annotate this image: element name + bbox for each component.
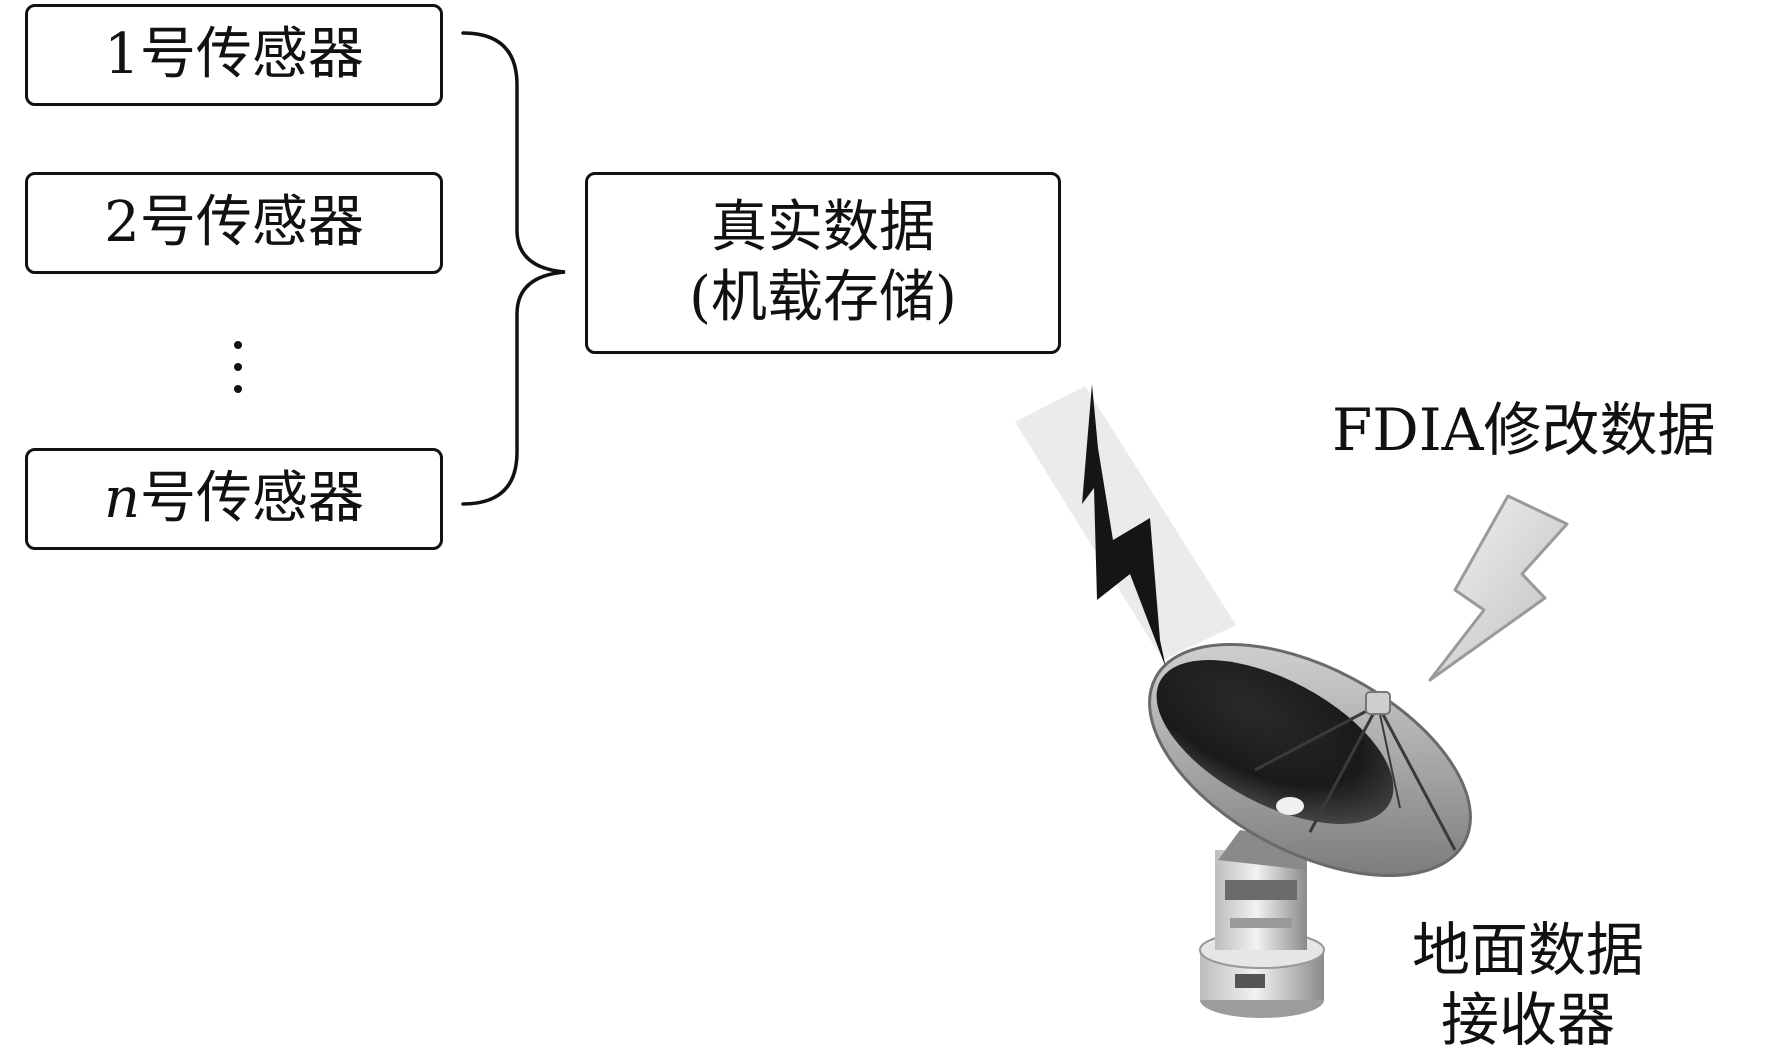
fdia-label: FDIA修改数据	[1332, 396, 1716, 464]
sensor-1-label: 号传感器	[139, 22, 364, 87]
dark-lightning-icon	[1015, 384, 1236, 668]
sensor-n-number: n	[103, 466, 141, 531]
receiver-label-line1: 地面数据	[1411, 916, 1644, 984]
sensor-2-number: 2	[104, 190, 140, 255]
sensor-n-label: 号传感器	[140, 466, 365, 531]
real-data-box: 真实数据 (机载存储)	[585, 172, 1061, 354]
fdia-lightning-icon	[1428, 494, 1569, 682]
sensor-2-label: 号传感器	[139, 190, 364, 255]
real-data-subtitle: (机载存储)	[689, 265, 957, 330]
satellite-dish-icon	[1148, 642, 1472, 1018]
vertical-ellipsis	[234, 341, 242, 393]
sensor-1-number: 1	[104, 22, 140, 87]
receiver-label-line2: 接收器	[1440, 986, 1615, 1054]
real-data-title: 真实数据	[711, 195, 935, 260]
curly-brace	[461, 31, 566, 506]
receiver-label: 地面数据 接收器	[1388, 915, 1668, 1055]
